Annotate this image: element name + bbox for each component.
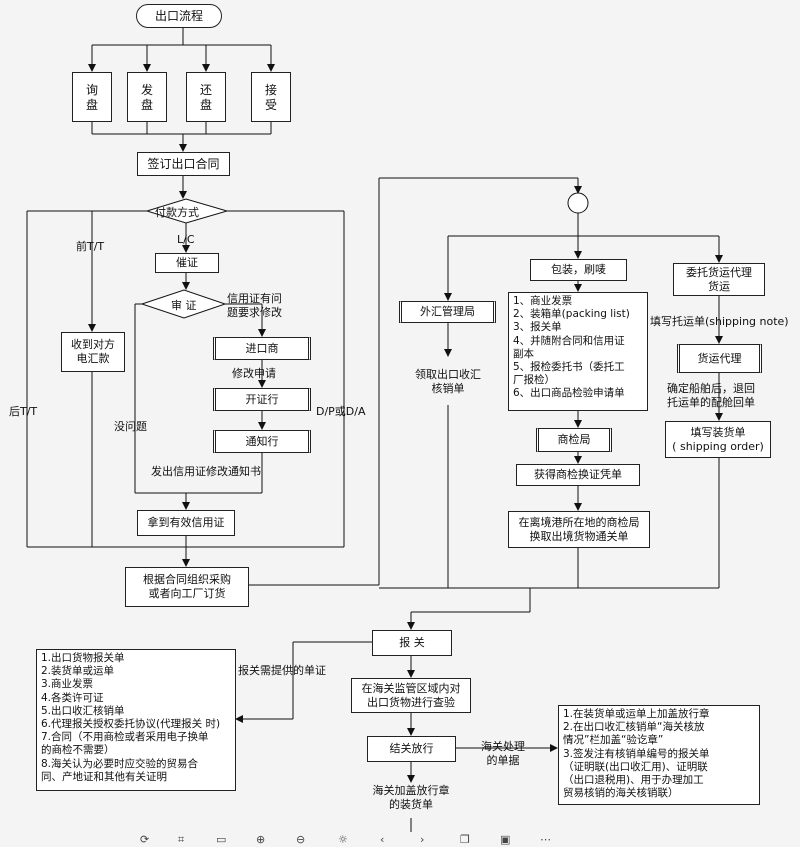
step-inquiry: 询 盘 — [72, 72, 112, 122]
issuing-bank-box: 开证行 — [213, 388, 311, 411]
inspection-voucher-box: 获得商检换证凭单 — [516, 464, 640, 486]
entrust-agent-box: 委托货运代理 货运 — [673, 263, 765, 296]
importer-box: 进口商 — [213, 337, 311, 360]
redo-icon[interactable]: › — [420, 833, 425, 846]
no-problem-label: 没问题 — [114, 420, 147, 433]
save-icon[interactable]: ▣ — [500, 833, 511, 846]
crop-icon[interactable]: ⌗ — [178, 833, 185, 846]
lc-issue-note: 信用证有问 题要求修改 — [227, 292, 282, 319]
confirm-ship-label: 确定船舶后，退回 托运单的配舱回单 — [667, 382, 755, 409]
label-prepay-tt: 前T/T — [76, 240, 105, 253]
fill-shipping-note-label: 填写托运单(shipping note) — [650, 315, 789, 328]
brightness-icon[interactable]: ☼ — [338, 833, 348, 846]
inspect-goods-box: 在海关监管区域内对 出口货物进行查验 — [351, 678, 471, 713]
undo-icon[interactable]: ‹ — [380, 833, 385, 846]
purchase-box: 根据合同组织采购 或者向工厂订货 — [125, 567, 249, 607]
label-lc: L/C — [177, 233, 195, 246]
docs-required-label: 报关需提供的单证 — [238, 664, 326, 677]
customs-process-list: 1.在装货单或运单上加盖放行章 2.在出口收汇核销单“海关核放 情况”栏加盖“验… — [558, 705, 760, 805]
shipping-order-box: 填写装货单 ( shipping order) — [665, 421, 771, 458]
step-counter-offer: 还 盘 — [186, 72, 226, 122]
freight-agent-box: 货运代理 — [677, 344, 762, 373]
customs-docs-list: 1.出口货物报关单 2.装货单或运单 3.商业发票 4.各类许可证 5.出口收汇… — [36, 649, 236, 791]
screenshot-icon[interactable]: ▭ — [216, 833, 227, 846]
step-offer: 发 盘 — [127, 72, 167, 122]
zoom-in-icon[interactable]: ⊕ — [256, 833, 266, 846]
exchange-pass-box: 在离境港所在地的商检局 换取出境货物通关单 — [508, 511, 650, 548]
label-dp-da: D/P或D/A — [316, 405, 366, 418]
forex-bureau-box: 外汇管理局 — [399, 301, 496, 323]
amend-request-label: 修改申请 — [232, 367, 276, 380]
get-verification-text: 领取出口收汇 核销单 — [415, 367, 481, 395]
customs-declare-box: 报 关 — [372, 630, 452, 656]
zoom-out-icon[interactable]: ⊖ — [296, 833, 306, 846]
payment-method-label: 付款方式 — [155, 206, 199, 219]
copy-icon[interactable]: ❐ — [460, 833, 470, 846]
step-acceptance: 接 受 — [251, 72, 291, 122]
packing-box: 包装，刷唛 — [530, 259, 627, 281]
sign-contract-box: 签订出口合同 — [137, 152, 230, 176]
advising-bank-box: 通知行 — [213, 430, 311, 453]
label-post-tt: 后T/T — [9, 405, 38, 418]
urge-lc-box: 催证 — [155, 253, 219, 273]
viewer-toolbar: ⟳ ⌗ ▭ ⊕ ⊖ ☼ ‹ › ❐ ▣ ⋯ — [0, 832, 800, 846]
more-icon[interactable]: ⋯ — [540, 833, 551, 846]
release-box: 结关放行 — [367, 736, 456, 762]
rotate-icon[interactable]: ⟳ — [140, 833, 150, 846]
receive-remittance-box: 收到对方 电汇款 — [61, 332, 125, 372]
inspection-bureau-box: 商检局 — [536, 428, 612, 452]
valid-lc-box: 拿到有效信用证 — [137, 510, 235, 536]
start-node: 出口流程 — [136, 4, 222, 28]
documents-list-box: 1、商业发票 2、装箱单(packing list) 3、报关单 4、并随附合同… — [508, 292, 648, 411]
review-lc-label: 审 证 — [171, 299, 197, 312]
customs-process-label: 海关处理 的单据 — [481, 740, 525, 767]
stamped-order-label: 海关加盖放行章 的装货单 — [372, 784, 450, 811]
amend-notice-label: 发出信用证修改通知书 — [151, 465, 261, 478]
